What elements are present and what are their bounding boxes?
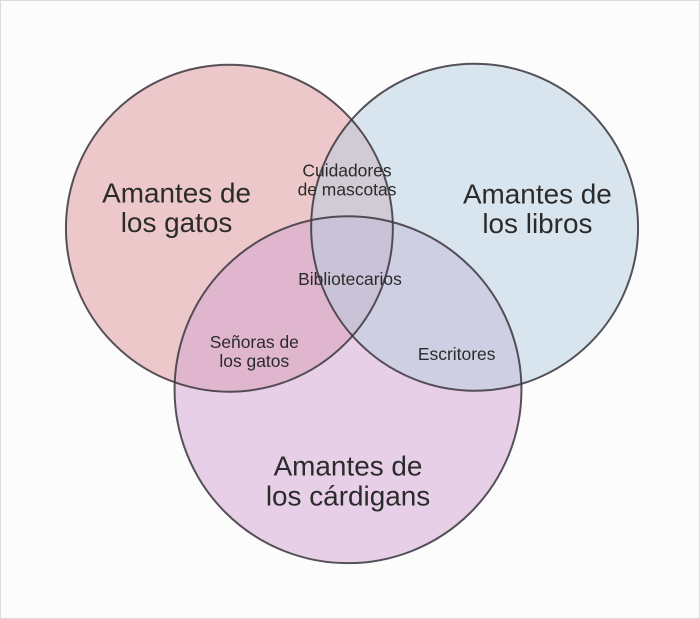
books-label-line1: Amantes de: [463, 178, 612, 209]
cardigans-circle-outline: [173, 215, 523, 565]
books-label-line2: los libros: [482, 208, 592, 239]
books-circle-fill: [311, 63, 639, 391]
cats-circle-outline: [64, 63, 394, 393]
cats-cardigans-overlap-label-line1: Señoras de: [210, 332, 299, 352]
center-overlap-label: Bibliotecarios: [298, 269, 402, 289]
cats-books-overlap-label-line1: Cuidadores: [302, 160, 391, 180]
cardigans-label-line2: los cárdigans: [266, 480, 430, 511]
books-circle-outline: [310, 62, 640, 392]
cats-cardigans-overlap-label-line2: los gatos: [219, 351, 289, 371]
books-cardigans-overlap-label: Escritores: [418, 344, 496, 364]
cats-label-line1: Amantes de: [102, 177, 251, 208]
cats-label-line2: los gatos: [121, 207, 233, 238]
cardigans-label-line1: Amantes de: [274, 450, 423, 481]
cats-books-overlap-label-line2: de mascotas: [298, 179, 397, 199]
